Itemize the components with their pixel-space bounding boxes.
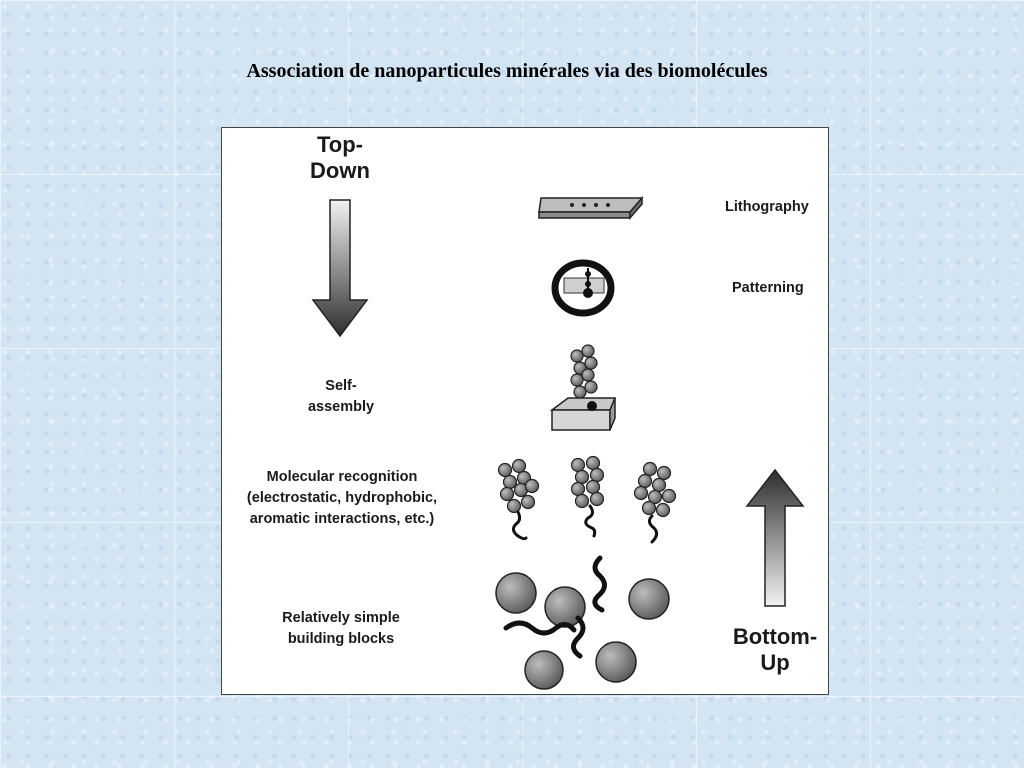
building-blocks-line1: Relatively simple: [282, 610, 400, 626]
nanofabrication-diagram: Top- Down Bottom- Up Lithography Pattern…: [221, 127, 829, 695]
building-blocks-icons: [495, 555, 670, 690]
top-down-line2: Down: [310, 158, 370, 183]
self-assembly-icon: [549, 344, 617, 431]
building-blocks-label: Relatively simple building blocks: [251, 608, 431, 650]
self-assembly-line1: Self-: [325, 378, 357, 394]
patterning-label: Patterning: [732, 280, 804, 296]
molecular-recognition-line1: Molecular recognition: [266, 469, 418, 485]
building-blocks-line2: building blocks: [287, 631, 395, 647]
bottom-up-line1: Bottom-: [732, 624, 818, 649]
lithography-plate-icon: [538, 195, 644, 221]
bottom-up-arrow: [745, 468, 805, 607]
diagram-artwork: [311, 195, 805, 690]
molecular-recognition-line2: (electrostatic, hydrophobic,: [246, 490, 438, 506]
top-down-arrow: [311, 199, 369, 338]
molecular-recognition-line3: aromatic interactions, etc.): [249, 511, 435, 527]
slide-title: Association de nanoparticules minérales …: [246, 60, 768, 82]
self-assembly-line2: assembly: [307, 399, 375, 415]
top-down-label: Top- Down: [294, 132, 386, 184]
molecular-recognition-icons: [497, 455, 677, 544]
bottom-up-line2: Up: [760, 650, 790, 675]
self-assembly-label: Self- assembly: [281, 376, 401, 418]
top-down-line1: Top-: [316, 132, 363, 157]
bottom-up-label: Bottom- Up: [719, 624, 831, 676]
lithography-label: Lithography: [725, 199, 809, 215]
patterning-ring-icon: [551, 259, 615, 317]
molecular-recognition-label: Molecular recognition (electrostatic, hy…: [222, 467, 462, 530]
